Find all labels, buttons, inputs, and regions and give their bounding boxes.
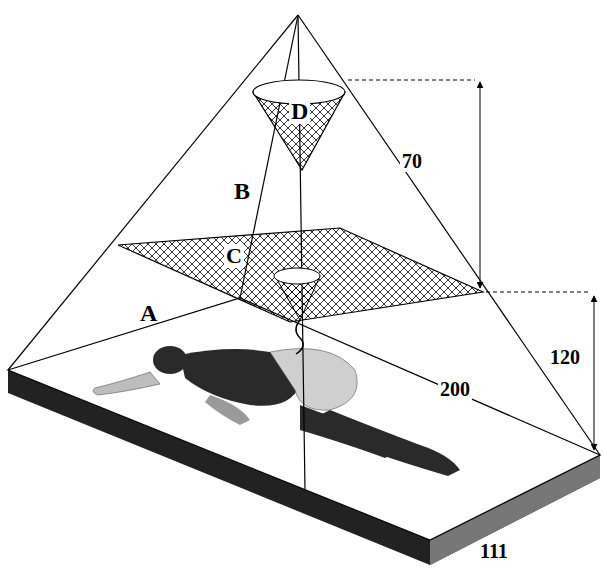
dimension-value: 200 (438, 378, 472, 400)
person-silhouette (93, 346, 460, 476)
cone-rim (274, 268, 320, 284)
dimension-lines (348, 80, 594, 450)
net-edges (8, 15, 600, 490)
part-letter: D (289, 98, 310, 124)
mesh-shelf (118, 228, 483, 322)
part-letter: A (138, 300, 159, 326)
cone-tail (296, 320, 303, 354)
dimension-value: 111 (478, 540, 510, 562)
part-letter: C (224, 244, 244, 268)
dimension-value: 70 (400, 150, 424, 172)
part-letter: B (232, 178, 252, 204)
mesh-cone (253, 92, 345, 170)
dimension-value: 120 (548, 346, 582, 368)
